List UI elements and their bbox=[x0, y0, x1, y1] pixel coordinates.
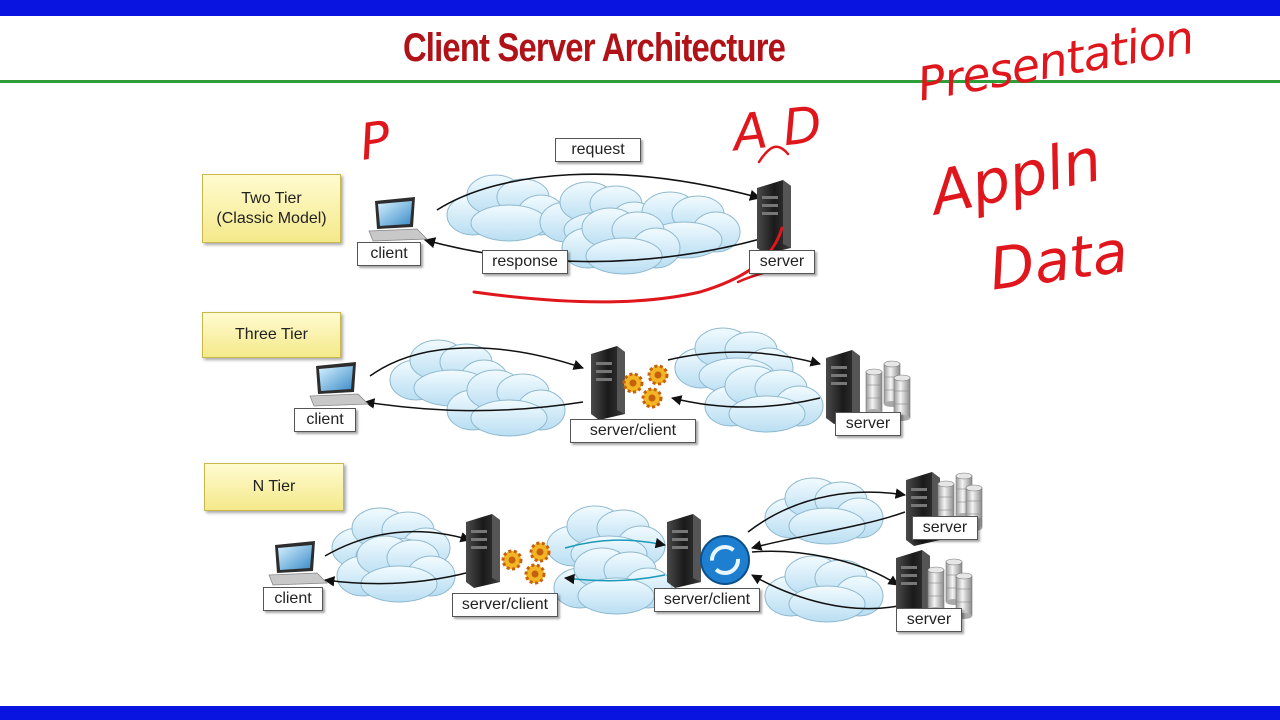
two-tier-box: Two Tier (Classic Model) bbox=[202, 174, 341, 243]
gear-icon bbox=[501, 549, 523, 571]
client-label: client bbox=[263, 587, 323, 611]
gear-icon bbox=[622, 372, 644, 394]
server-icon bbox=[466, 514, 500, 588]
n-tier-title: N Tier bbox=[252, 478, 296, 495]
server-client-label: server/client bbox=[570, 419, 696, 443]
bottom-blue-bar bbox=[0, 706, 1280, 720]
laptop-icon bbox=[268, 540, 328, 586]
laptop-icon bbox=[368, 196, 428, 242]
database-icon bbox=[927, 566, 945, 614]
slide-title: Client Server Architecture bbox=[402, 26, 786, 70]
n-tier-cloud-4 bbox=[764, 555, 884, 623]
server-icon bbox=[591, 346, 625, 420]
n-tier-cloud-1 bbox=[331, 507, 456, 603]
handwritten-ad: A D bbox=[730, 95, 825, 163]
database-icon bbox=[865, 368, 883, 416]
n-tier-box: N Tier bbox=[204, 463, 344, 511]
server-label: server bbox=[749, 250, 815, 274]
top-blue-bar bbox=[0, 0, 1280, 16]
gear-icon bbox=[641, 387, 663, 409]
server-label: server bbox=[835, 412, 901, 436]
gear-icon bbox=[529, 541, 551, 563]
server-icon bbox=[667, 514, 701, 588]
three-tier-title: Three Tier bbox=[235, 326, 308, 343]
gear-icon bbox=[524, 563, 546, 585]
three-tier-cloud-right bbox=[674, 327, 824, 433]
response-arrow bbox=[423, 237, 765, 263]
client-label: client bbox=[357, 242, 421, 266]
server-label: server bbox=[896, 608, 962, 632]
client-label: client bbox=[294, 408, 356, 432]
title-underline bbox=[0, 80, 1280, 83]
three-tier-box: Three Tier bbox=[202, 312, 341, 358]
laptop-icon bbox=[309, 361, 369, 407]
server-label: server bbox=[912, 516, 978, 540]
response-label: response bbox=[482, 250, 568, 274]
request-label: request bbox=[555, 138, 641, 162]
server-client-label: server/client bbox=[654, 588, 760, 612]
gear-icon bbox=[647, 364, 669, 386]
sync-icon bbox=[700, 535, 750, 585]
server-client-label: server/client bbox=[452, 593, 558, 617]
request-arrow bbox=[436, 173, 762, 211]
two-tier-title: Two Tier bbox=[241, 189, 302, 207]
two-tier-subtitle: (Classic Model) bbox=[216, 209, 327, 227]
